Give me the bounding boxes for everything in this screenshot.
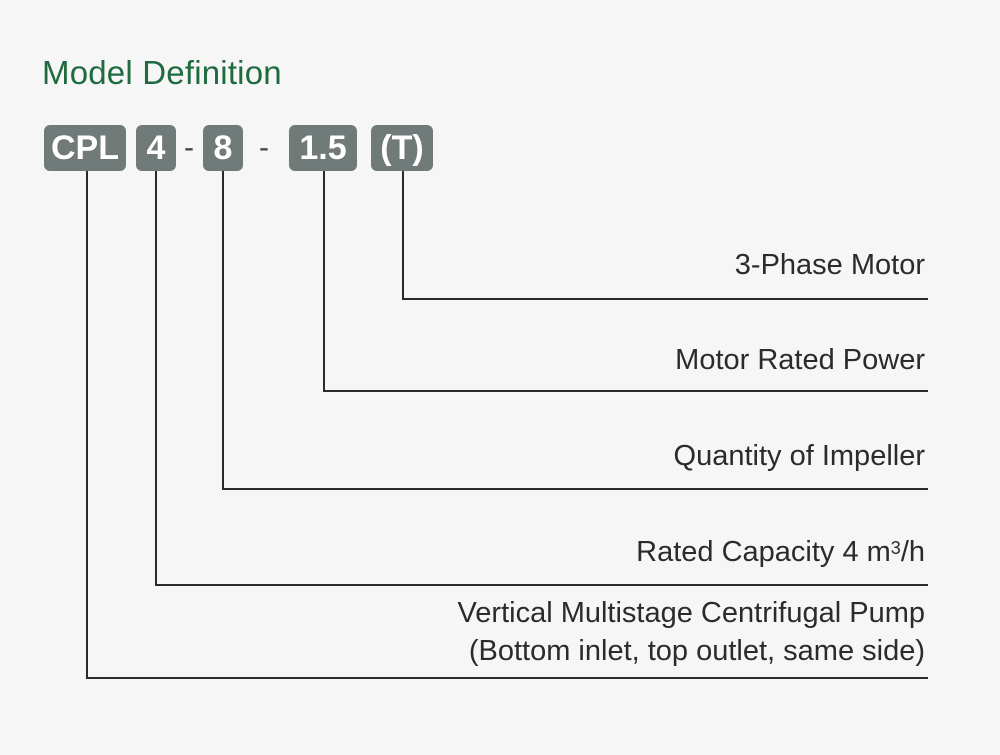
code-phase-box: (T)	[371, 125, 433, 171]
label-capacity-suffix: /h	[900, 536, 925, 568]
code-series-box: CPL	[44, 125, 126, 171]
label-capacity-prefix: Rated Capacity 4 m	[636, 536, 891, 568]
separator-dash: -	[184, 131, 194, 164]
code-capacity-box: 4	[136, 125, 176, 171]
connector-capacity	[155, 171, 928, 586]
label-power: Motor Rated Power	[675, 344, 925, 376]
connector-impeller	[222, 171, 928, 490]
label-series-line1: Vertical Multistage Centrifugal Pump	[457, 597, 925, 629]
label-phase: 3-Phase Motor	[734, 249, 925, 281]
connector-power	[323, 171, 928, 392]
label-series-line2: (Bottom inlet, top outlet, same side)	[468, 635, 925, 667]
label-capacity-superscript: 3	[890, 538, 901, 558]
separator-dash: -	[259, 131, 269, 164]
connector-phase	[402, 171, 928, 300]
label-capacity: Rated Capacity 4 m3/h	[636, 533, 925, 571]
code-impeller-box: 8	[203, 125, 243, 171]
label-impeller: Quantity of Impeller	[673, 440, 925, 472]
code-power-box: 1.5	[289, 125, 357, 171]
connector-series	[86, 171, 928, 679]
page-title: Model Definition	[42, 54, 282, 91]
